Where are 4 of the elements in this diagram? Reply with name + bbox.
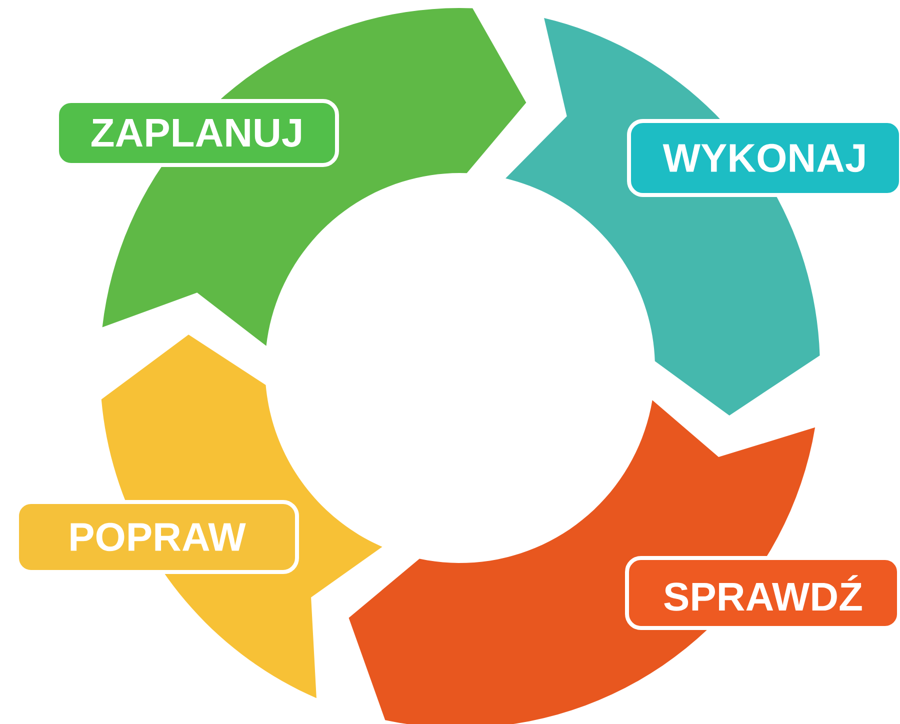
stage-label-box: POPRAW [15,500,299,574]
stage-label-box: ZAPLANUJ [55,99,339,167]
stage-label-box: WYKONAJ [627,119,900,197]
stage-label-box: SPRAWDŹ [625,556,900,630]
